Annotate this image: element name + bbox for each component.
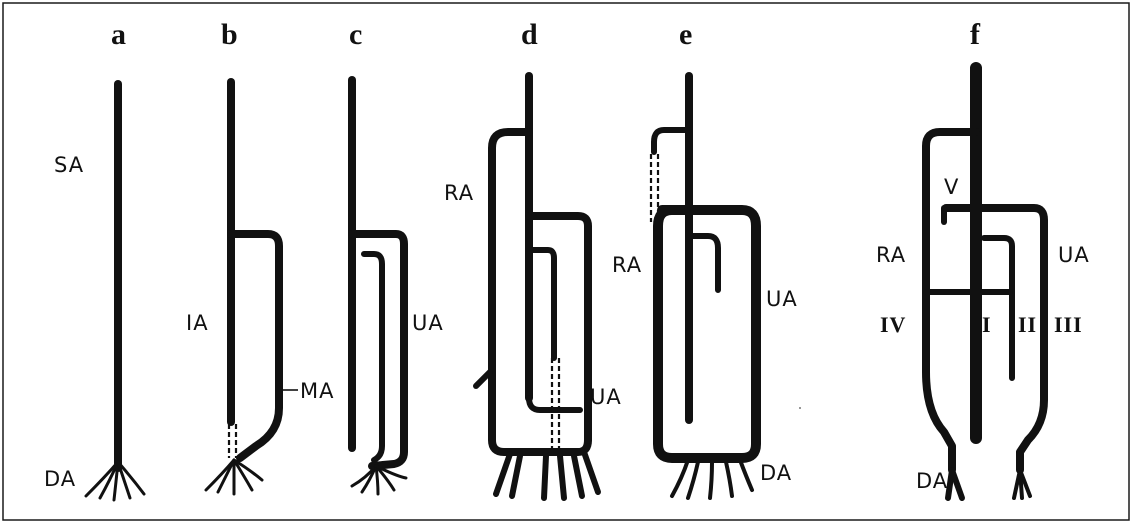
panel-c-letter: c: [349, 18, 362, 51]
panel-d-label-ra: RA: [444, 181, 474, 205]
panel-d-letter: d: [521, 18, 538, 51]
panel-b-label-ia: IA: [186, 311, 209, 335]
panel-e-label-ra: RA: [612, 253, 642, 277]
panel-b-letter: b: [221, 18, 238, 51]
panel-a-label-sa: SA: [54, 153, 84, 177]
panel-f-letter: f: [970, 18, 981, 51]
figure-frame: [3, 3, 1129, 520]
panel-e-letter: e: [679, 18, 692, 51]
panel-f-label-v: V: [944, 175, 959, 199]
scan-speck: [799, 407, 801, 409]
panel-f-label-ua: UA: [1058, 243, 1090, 267]
panel-f-label-ii: II: [1018, 312, 1037, 337]
panel-f-label-iii: III: [1054, 312, 1083, 337]
panel-e-label-ua: UA: [766, 287, 798, 311]
panel-f-label-iv: IV: [880, 312, 906, 337]
panel-f-label-i: I: [982, 312, 992, 337]
panel-d-label-ua: UA: [590, 385, 622, 409]
panel-e-label-da: DA: [760, 461, 792, 485]
panel-a-label-da: DA: [44, 467, 76, 491]
panel-f-label-da: DA: [916, 469, 948, 493]
panel-b-label-ma: MA: [300, 379, 334, 403]
panel-c-label-ua: UA: [412, 311, 444, 335]
panel-a-letter: a: [111, 18, 126, 51]
panel-f-label-ra: RA: [876, 243, 906, 267]
